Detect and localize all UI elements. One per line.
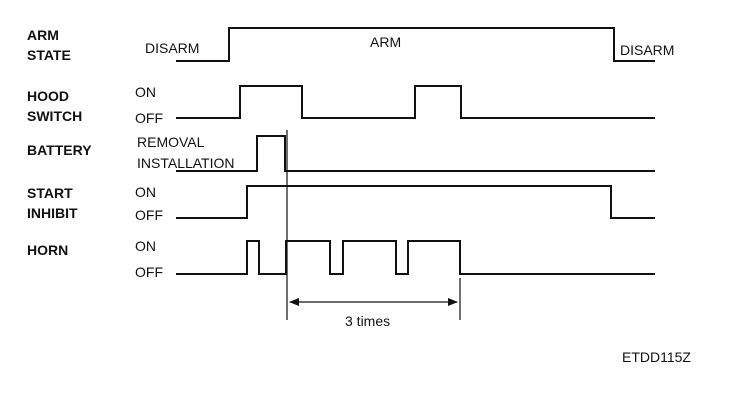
start-inhibit-label-line2: INHIBIT: [27, 205, 78, 221]
arm-state-label-line1: ARM: [27, 27, 59, 43]
arm-state-waveform: [176, 27, 655, 62]
battery-installation-label: INSTALLATION: [137, 155, 235, 171]
battery-label: BATTERY: [27, 142, 92, 158]
battery-waveform: [176, 135, 655, 172]
dimension-arrowhead-right: [448, 298, 458, 306]
hood-switch-off-label: OFF: [135, 110, 163, 126]
arm-state-disarm-end-label: DISARM: [620, 42, 674, 58]
horn-on-label: ON: [135, 238, 156, 254]
start-inhibit-off-label: OFF: [135, 207, 163, 223]
battery-removal-label: REMOVAL: [137, 134, 205, 150]
hood-switch-label-line2: SWITCH: [27, 108, 82, 124]
horn-waveform: [176, 240, 655, 275]
arm-state-label-line2: STATE: [27, 47, 71, 63]
start-inhibit-waveform: [176, 185, 655, 219]
start-inhibit-label-line1: START: [27, 185, 73, 201]
horn-label: HORN: [27, 242, 68, 258]
hood-switch-waveform: [176, 85, 655, 119]
arm-state-disarm-label: DISARM: [145, 40, 199, 56]
start-inhibit-on-label: ON: [135, 184, 156, 200]
figure-code: ETDD115Z: [622, 349, 691, 365]
hood-switch-on-label: ON: [135, 84, 156, 100]
three-times-annotation: 3 times: [345, 313, 390, 329]
hood-switch-label-line1: HOOD: [27, 88, 69, 104]
horn-off-label: OFF: [135, 264, 163, 280]
arm-state-arm-label: ARM: [370, 34, 401, 50]
dimension-arrowhead-left: [289, 298, 299, 306]
